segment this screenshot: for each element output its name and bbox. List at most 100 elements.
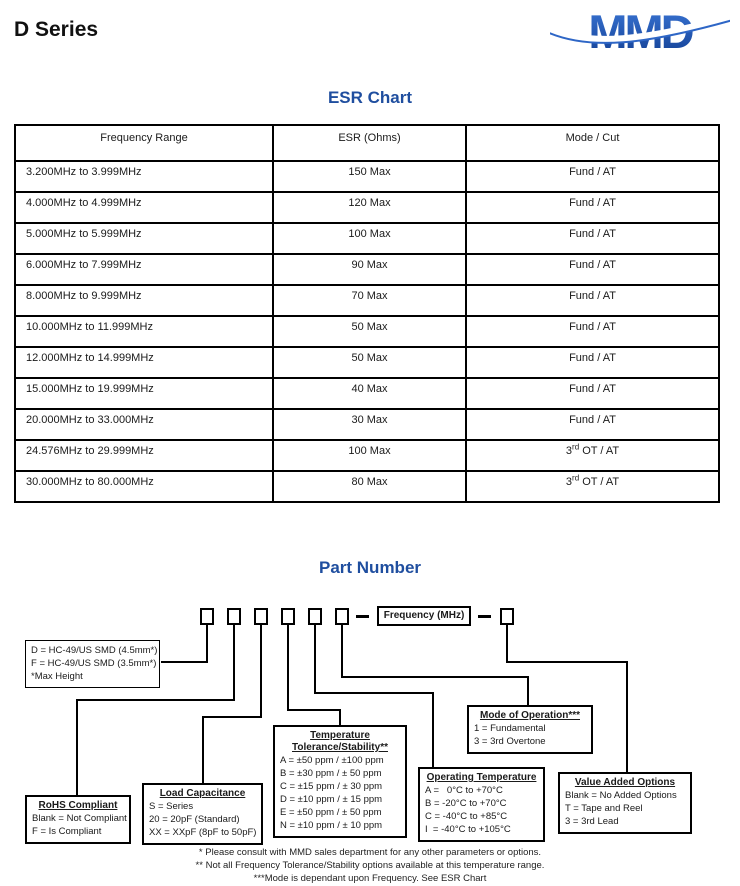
esr-table-row: 3.200MHz to 3.999MHz 150 Max Fund / AT	[14, 160, 720, 193]
tolerance-box-title-line1: Temperature	[310, 730, 370, 741]
load-capacitance-box-title: Load Capacitance	[159, 788, 246, 799]
option-line: *Max Height	[31, 671, 83, 682]
frequency-range-cell: 8.000MHz to 9.999MHz	[14, 284, 274, 317]
package-legend-box: D = HC-49/US SMD (4.5mm*) F = HC-49/US SM…	[25, 640, 160, 688]
rohs-box-title: RoHS Compliant	[38, 800, 118, 811]
option-line: F = Is Compliant	[32, 826, 102, 837]
option-line: E = ±50 ppm / ± 50 ppm	[280, 807, 382, 818]
pn-digit-box-mode	[335, 608, 349, 625]
mode-cut-cell: Fund / AT	[465, 160, 720, 193]
option-line: 1 = Fundamental	[474, 723, 546, 734]
mmd-logo: MMD	[546, 5, 732, 59]
mode-of-operation-legend-box: Mode of Operation*** 1 = Fundamental 3 = …	[467, 705, 593, 754]
esr-value-cell: 70 Max	[272, 284, 467, 317]
esr-value-cell: 50 Max	[272, 315, 467, 348]
load-capacitance-legend-box: Load Capacitance S = Series 20 = 20pF (St…	[142, 783, 263, 845]
option-line: B = ±30 ppm / ± 50 ppm	[280, 768, 382, 779]
page-title: D Series	[14, 18, 99, 41]
value-added-options-legend-box: Value Added Options Blank = No Added Opt…	[558, 772, 692, 834]
esr-table-row: 10.000MHz to 11.999MHz 50 Max Fund / AT	[14, 315, 720, 348]
pn-digit-box-load-capacitance	[254, 608, 268, 625]
dash-separator	[356, 615, 369, 618]
mmd-logo-graphic: MMD	[546, 5, 732, 58]
col-header-mode-cut: Mode / Cut	[465, 124, 720, 162]
footnote-line: * Please consult with MMD sales departme…	[198, 847, 542, 858]
frequency-range-cell: 24.576MHz to 29.999MHz	[14, 439, 274, 472]
option-line: D = ±10 ppm / ± 15 ppm	[280, 794, 383, 805]
frequency-range-cell: 30.000MHz to 80.000MHz	[14, 470, 274, 503]
frequency-box: Frequency (MHz)	[377, 606, 471, 626]
esr-value-cell: 120 Max	[272, 191, 467, 224]
frequency-range-cell: 12.000MHz to 14.999MHz	[14, 346, 274, 379]
pn-digit-box-value-options	[500, 608, 514, 625]
esr-table-row: 5.000MHz to 5.999MHz 100 Max Fund / AT	[14, 222, 720, 255]
option-line: A = ±50 ppm / ±100 ppm	[280, 755, 384, 766]
mode-cut-cell: Fund / AT	[465, 222, 720, 255]
esr-table-row: 8.000MHz to 9.999MHz 70 Max Fund / AT	[14, 284, 720, 317]
esr-value-cell: 100 Max	[272, 222, 467, 255]
mode-cut-cell: Fund / AT	[465, 253, 720, 286]
rohs-legend-box: RoHS Compliant Blank = Not Compliant F = …	[25, 795, 131, 844]
frequency-range-cell: 20.000MHz to 33.000MHz	[14, 408, 274, 441]
option-line: B = -20°C to +70°C	[425, 798, 507, 809]
frequency-range-cell: 6.000MHz to 7.999MHz	[14, 253, 274, 286]
esr-table-row: 12.000MHz to 14.999MHz 50 Max Fund / AT	[14, 346, 720, 379]
option-line: S = Series	[149, 801, 194, 812]
esr-chart-title: ESR Chart	[327, 88, 413, 107]
esr-value-cell: 90 Max	[272, 253, 467, 286]
option-line: F = HC-49/US SMD (3.5mm*)	[31, 658, 157, 669]
frequency-range-cell: 15.000MHz to 19.999MHz	[14, 377, 274, 410]
esr-table-row: 30.000MHz to 80.000MHz 80 Max 3rd OT / A…	[14, 470, 720, 503]
option-line: Blank = Not Compliant	[32, 813, 127, 824]
mode-cut-cell: Fund / AT	[465, 315, 720, 348]
option-line: Blank = No Added Options	[565, 790, 677, 801]
mode-cut-cell: Fund / AT	[465, 346, 720, 379]
operating-temperature-box-title: Operating Temperature	[426, 772, 537, 783]
mode-cut-cell: Fund / AT	[465, 408, 720, 441]
option-line: N = ±10 ppm / ± 10 ppm	[280, 820, 383, 831]
option-line: D = HC-49/US SMD (4.5mm*)	[31, 645, 158, 656]
option-line: XX = XXpF (8pF to 50pF)	[149, 827, 257, 838]
frequency-range-cell: 10.000MHz to 11.999MHz	[14, 315, 274, 348]
option-line: I = -40°C to +105°C	[425, 824, 511, 835]
dash-separator	[478, 615, 491, 618]
tolerance-box-title-line2: Tolerance/Stability**	[292, 742, 388, 753]
pn-digit-box-tolerance	[281, 608, 295, 625]
col-header-frequency-range: Frequency Range	[14, 124, 274, 162]
frequency-range-cell: 5.000MHz to 5.999MHz	[14, 222, 274, 255]
esr-table-row: 4.000MHz to 4.999MHz 120 Max Fund / AT	[14, 191, 720, 224]
option-line: 3 = 3rd Overtone	[474, 736, 546, 747]
part-number-diagram: Frequency (MHz) D = HC-49/US SMD (4.5mm*…	[0, 595, 740, 886]
esr-table-header-row: Frequency Range ESR (Ohms) Mode / Cut	[14, 124, 720, 162]
option-line: C = ±15 ppm / ± 30 ppm	[280, 781, 383, 792]
pn-digit-box-operating-temperature	[308, 608, 322, 625]
footnote-line: ***Mode is dependant upon Frequency. See…	[253, 873, 487, 884]
option-line: T = Tape and Reel	[565, 803, 643, 814]
option-line: 3 = 3rd Lead	[565, 816, 619, 827]
part-number-title: Part Number	[318, 558, 422, 577]
mode-cut-cell: 3rd OT / AT	[465, 470, 720, 503]
esr-value-cell: 50 Max	[272, 346, 467, 379]
esr-value-cell: 80 Max	[272, 470, 467, 503]
esr-table: Frequency Range ESR (Ohms) Mode / Cut 3.…	[14, 124, 720, 503]
option-line: 20 = 20pF (Standard)	[149, 814, 240, 825]
esr-value-cell: 30 Max	[272, 408, 467, 441]
esr-table-row: 15.000MHz to 19.999MHz 40 Max Fund / AT	[14, 377, 720, 410]
footnotes: * Please consult with MMD sales departme…	[0, 846, 740, 885]
esr-value-cell: 100 Max	[272, 439, 467, 472]
pn-digit-box-package	[200, 608, 214, 625]
mode-cut-cell: Fund / AT	[465, 284, 720, 317]
value-box-title: Value Added Options	[574, 777, 676, 788]
esr-value-cell: 40 Max	[272, 377, 467, 410]
mode-cut-cell: 3rd OT / AT	[465, 439, 720, 472]
col-header-esr: ESR (Ohms)	[272, 124, 467, 162]
esr-table-row: 6.000MHz to 7.999MHz 90 Max Fund / AT	[14, 253, 720, 286]
pn-digit-box-rohs	[227, 608, 241, 625]
connector-lines	[76, 623, 628, 796]
frequency-range-cell: 4.000MHz to 4.999MHz	[14, 191, 274, 224]
mode-box-title: Mode of Operation***	[479, 710, 580, 721]
mode-cut-cell: Fund / AT	[465, 191, 720, 224]
footnote-line: ** Not all Frequency Tolerance/Stability…	[195, 860, 545, 871]
